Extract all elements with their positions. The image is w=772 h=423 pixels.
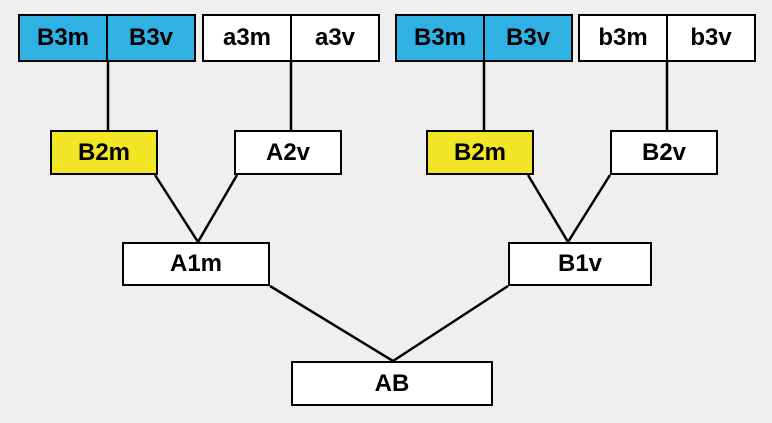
generation2-right-father: B2v (610, 130, 718, 175)
generation3-pair-4: b3m b3v (578, 14, 756, 62)
generation3-pair-3: B3m B3v (395, 14, 573, 62)
generation3-father-label: a3v (290, 16, 378, 60)
generation3-father-label: B3v (106, 16, 194, 60)
link-l2-2-to-l1-left (196, 174, 239, 243)
generation3-mother-label: b3m (598, 24, 648, 51)
generation2-right-mother: B2m (426, 130, 534, 175)
generation3-father-label: B3v (483, 16, 571, 60)
generation3-father-label: b3v (666, 16, 754, 60)
link-l2-4-to-l1-right (566, 174, 612, 243)
link-l1-left-to-root (269, 284, 394, 363)
generation2-left-father: A2v (234, 130, 342, 175)
generation3-mother-label: B3m (413, 24, 467, 51)
generation3-pair-1: B3m B3v (18, 14, 196, 62)
generation3-pair-2: a3m a3v (202, 14, 380, 62)
link-l2-1-to-l1-left (153, 174, 200, 243)
generation1-left: A1m (122, 242, 270, 286)
generation2-left-mother: B2m (50, 130, 158, 175)
link-l1-right-to-root (392, 284, 509, 363)
root-node: AB (291, 361, 493, 406)
generation1-right: B1v (508, 242, 652, 286)
generation3-mother-label: a3m (222, 24, 272, 51)
generation3-mother-label: B3m (36, 24, 90, 51)
link-l2-3-to-l1-right (526, 174, 570, 243)
